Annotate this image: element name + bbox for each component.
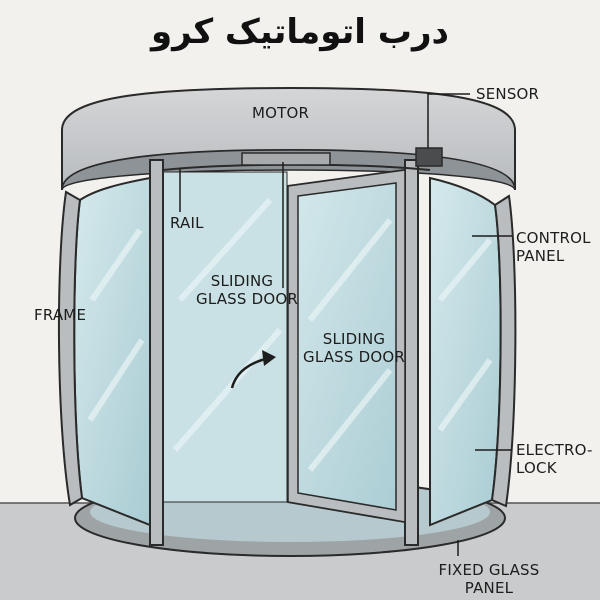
label-sliding-glass-door-left: SLIDING GLASS DOOR — [196, 272, 298, 308]
left-curved-frame — [57, 190, 84, 507]
leader-lines — [179, 93, 512, 556]
label-frame: FRAME — [34, 306, 87, 324]
right-curved-frame — [490, 194, 517, 508]
label-motor: MOTOR — [252, 104, 310, 122]
label-fixed-glass-panel: FIXED GLASS PANEL — [438, 561, 540, 597]
label-sliding-glass-door-right: SLIDING GLASS DOOR — [303, 330, 405, 366]
label-electro-lock: ELECTRO- LOCK — [516, 441, 593, 477]
motor-box — [241, 152, 331, 166]
label-rail: RAIL — [170, 214, 204, 232]
label-control-panel: CONTROL PANEL — [516, 229, 591, 265]
left-post — [149, 159, 164, 546]
label-sensor: SENSOR — [476, 85, 540, 103]
rotation-arrow-head — [262, 350, 276, 366]
door-wing-frame — [287, 169, 406, 523]
diagram-title: درب اتوماتیک کرو — [151, 12, 449, 52]
right-curved-glass — [429, 176, 502, 527]
glass-reflections — [87, 197, 493, 472]
sensor-box — [415, 147, 443, 167]
